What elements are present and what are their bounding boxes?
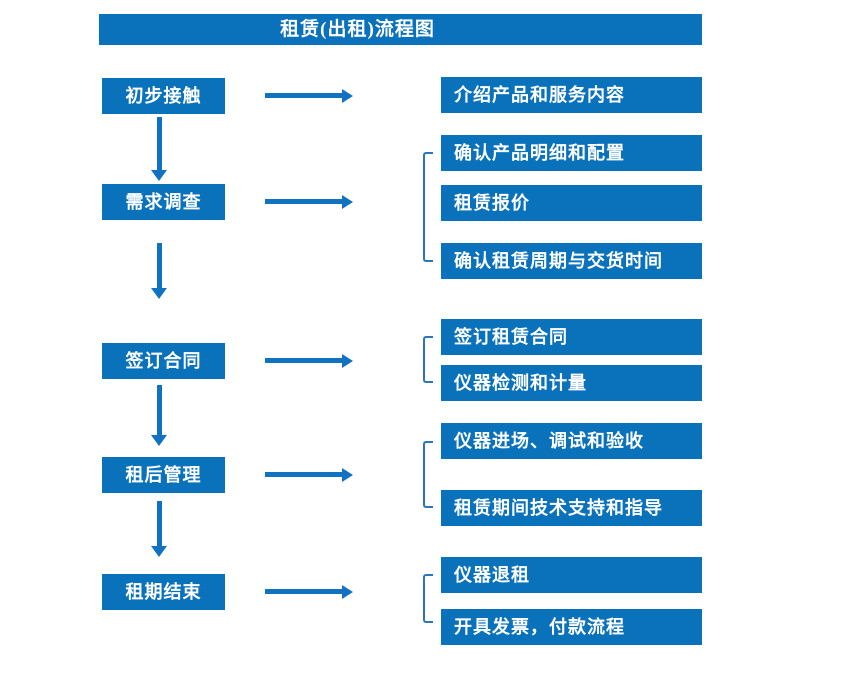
- down-arrow-icon: [151, 117, 167, 181]
- output-box-instrument-return: 仪器退租: [441, 557, 702, 593]
- output-box-invoice-payment: 开具发票，付款流程: [441, 609, 702, 645]
- output-box-instrument-testing: 仪器检测和计量: [441, 365, 702, 401]
- group-bracket-sign-contract: [423, 336, 433, 383]
- right-arrow-icon: [265, 194, 353, 210]
- down-arrow-icon: [151, 385, 167, 446]
- flowchart-title: 租赁(出租)流程图: [99, 14, 702, 45]
- step-box-initial-contact: 初步接触: [102, 78, 225, 114]
- output-box-confirm-period: 确认租赁周期与交货时间: [441, 243, 702, 279]
- down-arrow-icon: [151, 243, 167, 299]
- down-arrow-icon: [151, 501, 167, 557]
- step-box-demand-survey: 需求调查: [102, 184, 225, 220]
- step-box-post-rental: 租后管理: [102, 457, 225, 493]
- output-box-introduce-products: 介绍产品和服务内容: [441, 77, 702, 113]
- output-box-instrument-setup: 仪器进场、调试和验收: [441, 423, 702, 459]
- right-arrow-icon: [265, 467, 353, 483]
- right-arrow-icon: [265, 353, 353, 369]
- right-arrow-icon: [265, 88, 353, 104]
- output-box-confirm-details: 确认产品明细和配置: [441, 135, 702, 171]
- group-bracket-post-rental: [423, 441, 433, 508]
- step-box-sign-contract: 签订合同: [102, 343, 225, 379]
- group-bracket-demand-survey: [423, 152, 433, 262]
- step-box-rental-end: 租期结束: [102, 574, 225, 610]
- group-bracket-rental-end: [423, 574, 433, 623]
- output-box-tech-support: 租赁期间技术支持和指导: [441, 490, 702, 526]
- right-arrow-icon: [265, 584, 353, 600]
- output-box-rental-quote: 租赁报价: [441, 185, 702, 221]
- output-box-sign-rental-contract: 签订租赁合同: [441, 319, 702, 355]
